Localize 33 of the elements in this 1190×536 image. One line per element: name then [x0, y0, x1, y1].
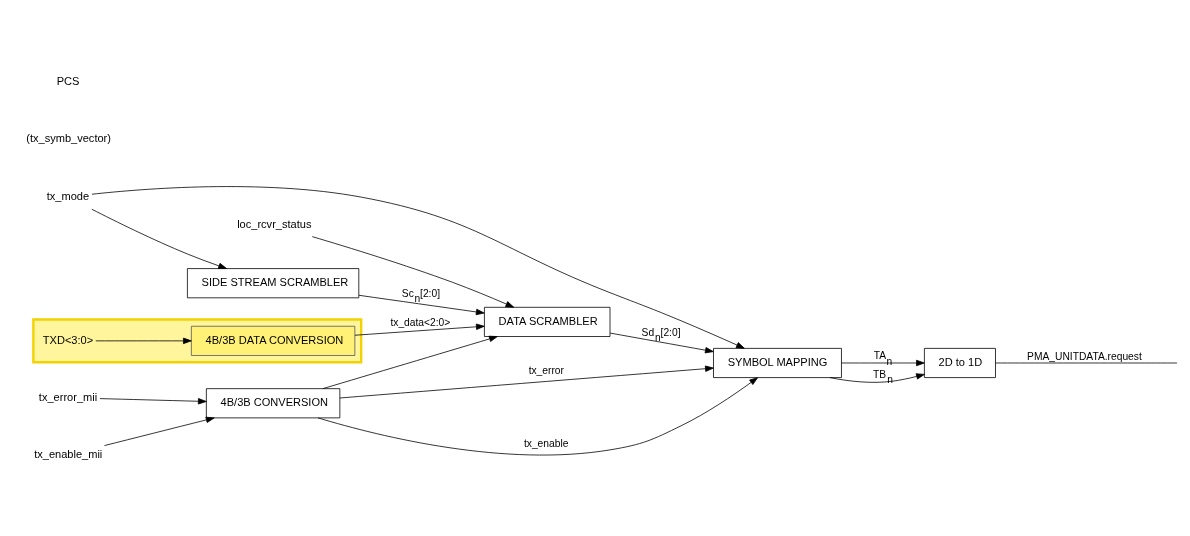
cluster — [32, 318, 363, 364]
node-box: 4B/3B DATA CONVERSION — [190, 325, 356, 356]
edge-label: tx_data<2:0> — [390, 317, 451, 329]
node-box: 2D to 1D — [924, 348, 996, 378]
node-text: tx_error_mii — [38, 390, 98, 403]
edge-label: tx_enable — [523, 438, 569, 450]
edge-label: PMA_UNITDATA.request — [1027, 351, 1142, 363]
label: (tx_symb_vector) — [26, 132, 111, 145]
arrow — [339, 365, 714, 399]
arrow — [841, 359, 925, 367]
arrow — [91, 186, 745, 349]
node-text: loc_rcvr_status — [237, 218, 312, 231]
edge-label: tx_error — [528, 365, 564, 377]
node-text: TXD<3:0> — [42, 333, 94, 346]
arrow — [91, 208, 227, 269]
arrow — [609, 332, 714, 354]
node-box: DATA SCRAMBLER — [484, 306, 611, 337]
arrow — [99, 398, 207, 405]
connector — [995, 362, 1178, 364]
node-text: tx_enable_mii — [34, 447, 103, 460]
arrow — [311, 236, 515, 308]
node-box: SYMBOL MAPPING — [713, 348, 842, 378]
arrow — [354, 323, 485, 336]
arrow — [829, 373, 925, 383]
arrow — [95, 337, 192, 345]
arrow — [322, 335, 498, 390]
node-box: SIDE STREAM SCRAMBLER — [187, 268, 360, 299]
arrow — [358, 294, 485, 316]
label: PCS — [56, 74, 80, 87]
arrow — [104, 416, 215, 446]
arrow — [317, 377, 758, 456]
node-text: tx_mode — [46, 190, 90, 203]
node-box: 4B/3B CONVERSION — [205, 388, 341, 419]
